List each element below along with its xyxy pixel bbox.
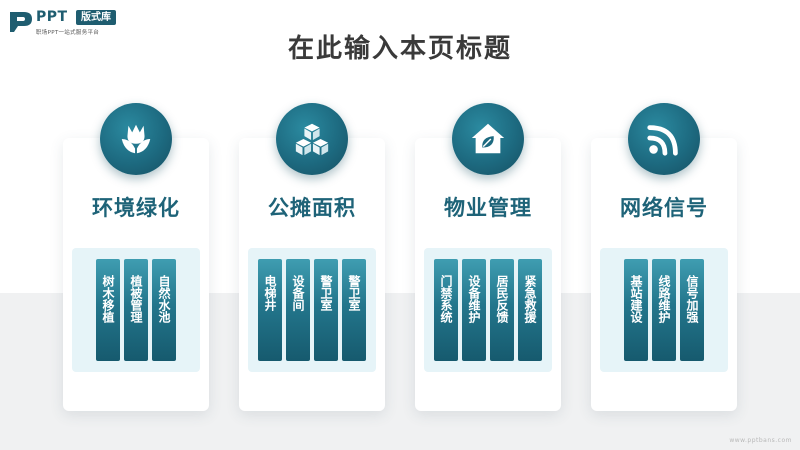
page-title[interactable]: 在此输入本页标题 <box>287 34 512 64</box>
cubes-icon <box>295 123 329 156</box>
logo-badge: 版式库 <box>76 10 116 25</box>
card-icon-circle <box>100 103 172 175</box>
item-pill[interactable]: 树木移植 <box>96 259 120 361</box>
card-icon-circle <box>628 103 700 175</box>
house-leaf-icon <box>471 123 505 154</box>
logo-name: PPT <box>36 9 68 25</box>
item-pill[interactable]: 植被管理 <box>124 259 148 361</box>
logo-p-icon <box>10 12 32 32</box>
card-title: 公摊面积 <box>268 196 356 220</box>
logo-slogan: 职场PPT一站式服务平台 <box>36 30 100 36</box>
item-pill[interactable]: 电梯井 <box>258 259 282 361</box>
item-pill[interactable]: 设备间 <box>286 259 310 361</box>
tulip-icon <box>121 124 151 154</box>
item-pill[interactable]: 紧急救援 <box>518 259 542 361</box>
item-pill[interactable]: 基站建设 <box>624 259 648 361</box>
card-icon-circle <box>452 103 524 175</box>
item-pill[interactable]: 警卫室 <box>342 259 366 361</box>
card-title: 环境绿化 <box>92 196 180 220</box>
watermark-text: www.pptbans.com <box>729 437 792 444</box>
item-pill[interactable]: 警卫室 <box>314 259 338 361</box>
item-pill[interactable]: 居民反馈 <box>490 259 514 361</box>
rss-icon <box>647 125 678 156</box>
item-pill[interactable]: 门禁系统 <box>434 259 458 361</box>
item-pill[interactable]: 信号加强 <box>680 259 704 361</box>
item-pill[interactable]: 设备维护 <box>462 259 486 361</box>
card-icon-circle <box>276 103 348 175</box>
card-title: 物业管理 <box>444 196 532 220</box>
brand-logo[interactable]: PPT 版式库 职场PPT一站式服务平台 <box>8 8 138 36</box>
item-pill[interactable]: 线路维护 <box>652 259 676 361</box>
item-pill[interactable]: 自然水池 <box>152 259 176 361</box>
card-title: 网络信号 <box>620 196 708 220</box>
